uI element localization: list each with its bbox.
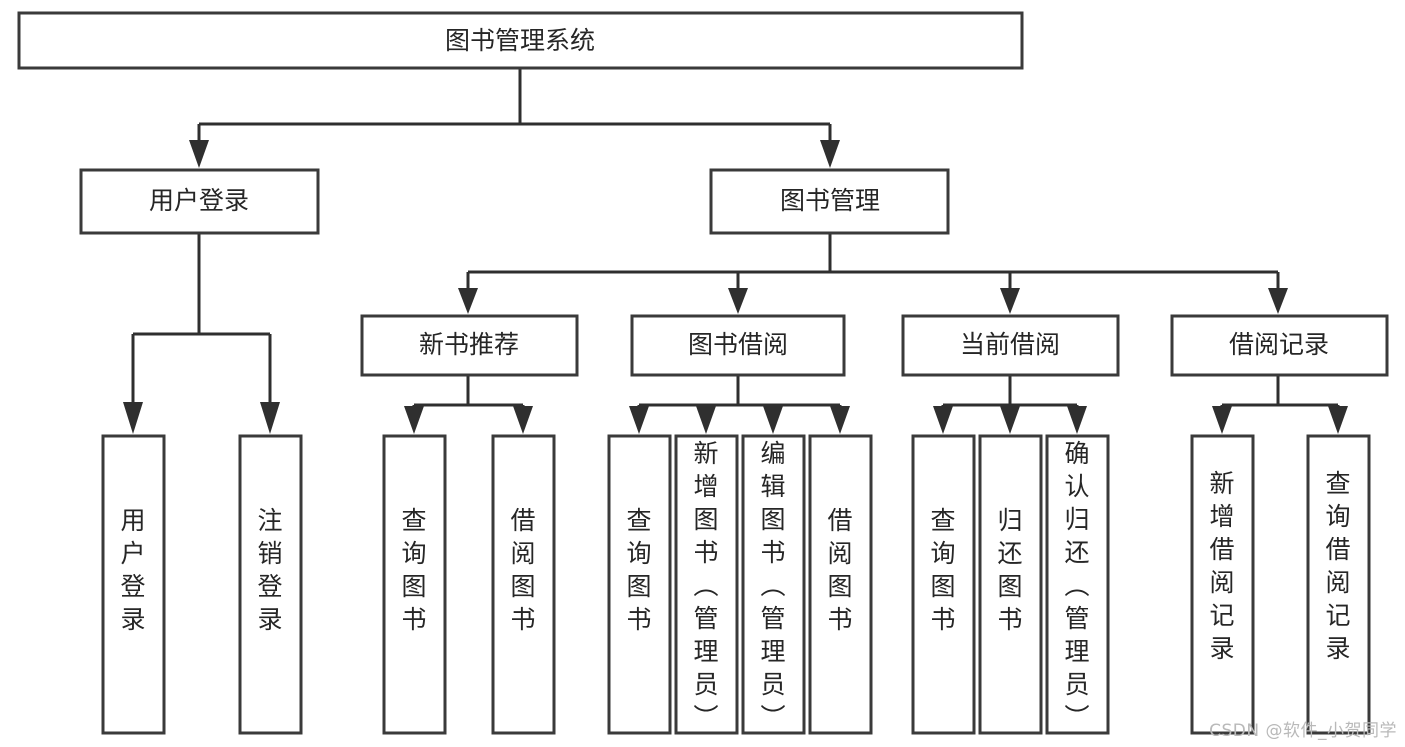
leaf-borrow-book-1-box[interactable] <box>491 434 556 735</box>
arrow-head-user-login <box>189 140 209 168</box>
user-login-label: 用户登录 <box>149 186 249 215</box>
leaf-borrow-book-2-box[interactable] <box>808 434 873 735</box>
arrow-head-book-borrow <box>728 288 748 314</box>
node-leaf-query-book-3[interactable]: 查询图书 <box>911 434 976 735</box>
arrow-head-leaf-query-record <box>1328 406 1348 434</box>
arrow-head-leaf-query-book-1 <box>404 406 424 434</box>
leaf-logout-login-box[interactable] <box>238 434 303 735</box>
leaf-add-record-box[interactable] <box>1190 434 1255 735</box>
leaf-add-book-box[interactable] <box>674 434 739 735</box>
leaf-query-record-box[interactable] <box>1306 434 1371 735</box>
borrow-record-label: 借阅记录 <box>1229 330 1329 359</box>
current-borrow-box[interactable] <box>901 314 1120 377</box>
node-leaf-edit-book[interactable]: 编辑图书︵管理员︶ <box>741 434 806 735</box>
leaf-edit-book-label: 编辑图书︵管理员︶ <box>760 439 785 732</box>
leaf-borrow-book-1-label: 借阅图书 <box>510 506 535 634</box>
node-root[interactable]: 图书管理系统 <box>17 11 1024 70</box>
arrow-head-leaf-add-record <box>1212 406 1232 434</box>
arrow-head-leaf-add-book <box>696 406 716 434</box>
arrow-head-current-borrow <box>1000 288 1020 314</box>
user-login-box[interactable] <box>79 168 320 235</box>
new-book-recommend-box[interactable] <box>360 314 579 377</box>
node-book-management[interactable]: 图书管理 <box>709 168 950 235</box>
arrow-head-new-book-recommend <box>458 288 478 314</box>
leaf-query-record-label: 查询借阅记录 <box>1325 469 1350 663</box>
node-leaf-borrow-book-2[interactable]: 借阅图书 <box>808 434 873 735</box>
node-book-borrow[interactable]: 图书借阅 <box>630 314 846 377</box>
node-leaf-confirm-return[interactable]: 确认归还︵管理员︶ <box>1045 434 1110 735</box>
leaf-edit-book-box[interactable] <box>741 434 806 735</box>
node-leaf-logout-login[interactable]: 注销登录 <box>238 434 303 735</box>
node-new-book-recommend[interactable]: 新书推荐 <box>360 314 579 377</box>
leaf-user-login-box[interactable] <box>101 434 166 735</box>
leaf-return-book-label: 归还图书 <box>997 506 1022 634</box>
arrow-head-leaf-query-book-3 <box>933 406 953 434</box>
leaf-confirm-return-box[interactable] <box>1045 434 1110 735</box>
node-leaf-add-record[interactable]: 新增借阅记录 <box>1190 434 1255 735</box>
node-leaf-add-book[interactable]: 新增图书︵管理员︶ <box>674 434 739 735</box>
arrow-head-leaf-borrow-book-2 <box>830 406 850 434</box>
leaf-add-record-label: 新增借阅记录 <box>1209 469 1234 663</box>
leaf-borrow-book-2-label: 借阅图书 <box>827 506 852 634</box>
arrow-head-leaf-logout-login <box>260 402 280 434</box>
node-user-login[interactable]: 用户登录 <box>79 168 320 235</box>
leaf-query-book-2-label: 查询图书 <box>626 506 651 634</box>
arrow-head-leaf-edit-book <box>763 406 783 434</box>
arrow-head-book-management <box>820 140 840 168</box>
new-book-recommend-label: 新书推荐 <box>419 330 519 359</box>
node-leaf-query-book-2[interactable]: 查询图书 <box>607 434 672 735</box>
leaf-add-book-label: 新增图书︵管理员︶ <box>693 439 718 732</box>
leaf-query-book-3-box[interactable] <box>911 434 976 735</box>
arrow-head-leaf-query-book-2 <box>629 406 649 434</box>
node-leaf-user-login[interactable]: 用户登录 <box>101 434 166 735</box>
current-borrow-label: 当前借阅 <box>960 330 1060 359</box>
node-leaf-return-book[interactable]: 归还图书 <box>978 434 1043 735</box>
node-current-borrow[interactable]: 当前借阅 <box>901 314 1120 377</box>
arrow-head-leaf-borrow-book-1 <box>513 406 533 434</box>
leaf-query-book-3-label: 查询图书 <box>930 506 955 634</box>
node-leaf-borrow-book-1[interactable]: 借阅图书 <box>491 434 556 735</box>
book-management-label: 图书管理 <box>780 186 880 215</box>
leaf-confirm-return-label: 确认归还︵管理员︶ <box>1064 439 1089 732</box>
arrow-head-borrow-record <box>1268 288 1288 314</box>
leaf-user-login-label: 用户登录 <box>120 506 145 634</box>
book-borrow-box[interactable] <box>630 314 846 377</box>
leaf-return-book-box[interactable] <box>978 434 1043 735</box>
book-borrow-label: 图书借阅 <box>688 330 788 359</box>
arrow-head-leaf-user-login <box>123 402 143 434</box>
leaf-logout-login-label: 注销登录 <box>257 506 282 634</box>
arrow-head-leaf-return-book <box>1000 406 1020 434</box>
node-borrow-record[interactable]: 借阅记录 <box>1170 314 1389 377</box>
root-box[interactable] <box>17 11 1024 70</box>
root-label: 图书管理系统 <box>445 26 595 55</box>
csdn-watermark: CSDN @软件_小贺同学 <box>1209 721 1397 741</box>
node-leaf-query-book-1[interactable]: 查询图书 <box>382 434 447 735</box>
node-leaf-query-record[interactable]: 查询借阅记录 <box>1306 434 1371 735</box>
book-management-box[interactable] <box>709 168 950 235</box>
borrow-record-box[interactable] <box>1170 314 1389 377</box>
arrow-head-leaf-confirm-return <box>1067 406 1087 434</box>
leaf-query-book-1-label: 查询图书 <box>401 506 426 634</box>
leaf-query-book-1-box[interactable] <box>382 434 447 735</box>
connector-layer <box>123 68 1348 434</box>
leaf-query-book-2-box[interactable] <box>607 434 672 735</box>
